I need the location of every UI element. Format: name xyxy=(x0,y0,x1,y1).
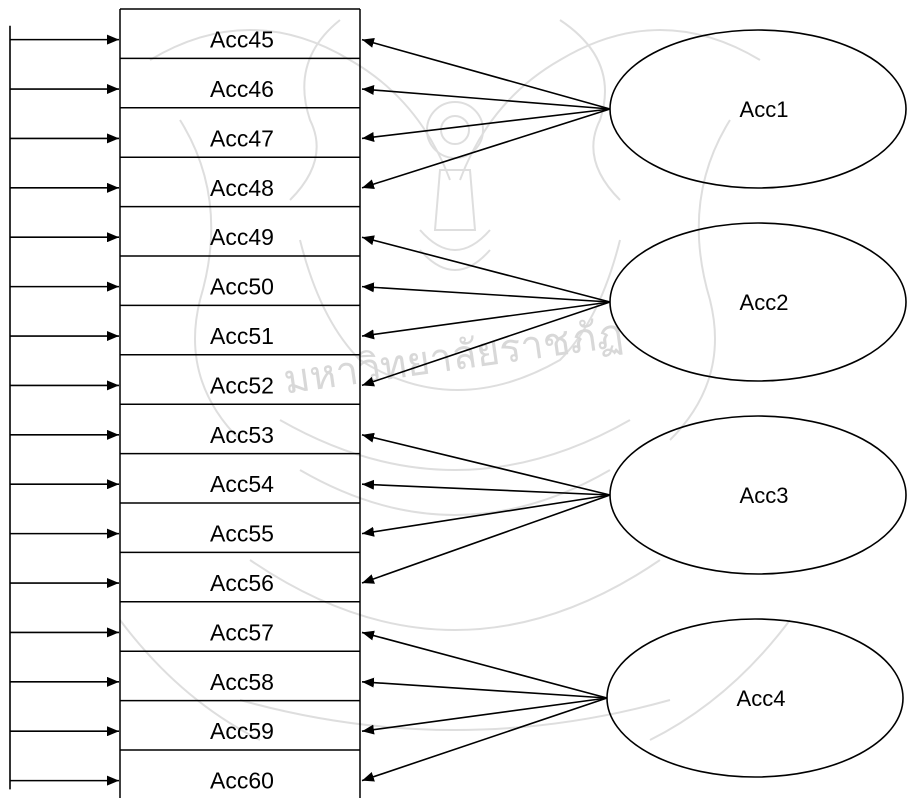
item-label-acc52: Acc52 xyxy=(210,372,274,398)
item-label-acc56: Acc56 xyxy=(210,570,274,596)
factor-ellipse-acc4 xyxy=(606,618,904,778)
factor-label-acc3: Acc3 xyxy=(740,483,789,508)
loading-arrow-acc4-acc58 xyxy=(361,677,608,699)
item-label-acc54: Acc54 xyxy=(210,471,274,497)
loading-arrow-acc3-acc56 xyxy=(361,494,611,584)
item-label-acc51: Acc51 xyxy=(210,323,274,349)
item-label-acc58: Acc58 xyxy=(210,669,274,695)
item-label-acc50: Acc50 xyxy=(210,274,274,300)
loading-arrow-acc1-acc48 xyxy=(361,108,611,189)
factor-label-acc2: Acc2 xyxy=(740,290,789,315)
loading-arrow-acc4-acc57 xyxy=(361,630,608,699)
item-label-acc49: Acc49 xyxy=(210,224,274,250)
loading-arrow-acc3-acc55 xyxy=(361,494,611,537)
item-column: Acc45Acc46Acc47Acc48Acc49Acc50Acc51Acc52… xyxy=(119,8,361,798)
loading-arrows xyxy=(361,38,611,782)
item-label-acc57: Acc57 xyxy=(210,619,274,645)
loading-arrow-acc2-acc51 xyxy=(361,301,611,340)
item-label-acc46: Acc46 xyxy=(210,76,274,102)
loading-arrow-acc3-acc54 xyxy=(361,479,611,496)
item-label-acc55: Acc55 xyxy=(210,521,274,547)
factor-label-acc4: Acc4 xyxy=(737,686,786,711)
item-label-acc48: Acc48 xyxy=(210,175,274,201)
loading-arrow-acc1-acc47 xyxy=(361,108,611,142)
item-label-acc60: Acc60 xyxy=(210,768,274,794)
loading-arrow-acc3-acc53 xyxy=(361,432,611,496)
loading-arrow-acc4-acc60 xyxy=(361,697,608,782)
item-label-acc47: Acc47 xyxy=(210,125,274,151)
loading-arrow-acc1-acc46 xyxy=(361,85,611,110)
error-arrows xyxy=(9,25,119,790)
item-label-acc53: Acc53 xyxy=(210,422,274,448)
loading-arrow-acc1-acc45 xyxy=(361,38,611,110)
factor-ellipse-acc2 xyxy=(609,222,907,382)
factor-ellipse-acc3 xyxy=(609,415,907,575)
factor-label-acc1: Acc1 xyxy=(740,97,789,122)
loading-arrow-acc2-acc50 xyxy=(361,282,611,303)
loading-arrow-acc4-acc59 xyxy=(361,697,608,735)
loading-arrow-acc2-acc49 xyxy=(361,235,611,303)
item-label-acc45: Acc45 xyxy=(210,27,274,53)
item-label-acc59: Acc59 xyxy=(210,718,274,744)
loading-arrow-acc2-acc52 xyxy=(361,301,611,387)
factor-ellipse-acc1 xyxy=(609,29,907,189)
